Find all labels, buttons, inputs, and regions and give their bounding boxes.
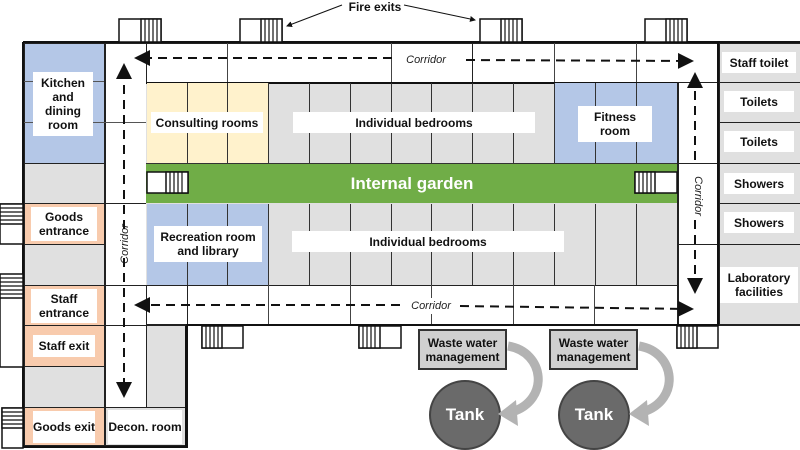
fire-exit-stairs-left-3-icon	[1, 407, 24, 449]
waste-water-box-1: Waste water management	[418, 329, 507, 370]
kitchen-label: Kitchen and dining room	[33, 72, 93, 136]
fire-exit-stairs-bottom-2-icon	[358, 325, 402, 349]
top-corridor-divider	[472, 42, 473, 83]
room-divider	[595, 204, 596, 285]
staff-exit-label: Staff exit	[33, 335, 95, 357]
waste-water-box-2: Waste water management	[549, 329, 638, 370]
fire-exit-stairs-bottom-1-icon	[201, 325, 244, 349]
left-corridor-divider	[104, 325, 187, 326]
fire-exit-stairs-top-3-icon	[479, 18, 523, 43]
fire-exits-pointer-right	[403, 4, 476, 22]
fire-exit-stairs-left-2-icon	[0, 273, 24, 368]
room-divider	[636, 204, 637, 285]
goods-exit-label: Goods exit	[33, 411, 95, 443]
left-corridor-divider	[104, 285, 187, 286]
top-corridor-divider	[636, 42, 637, 83]
bottom-corridor-divider	[594, 285, 595, 326]
fire-exit-stairs-top-2-icon	[239, 18, 283, 43]
building-outline	[22, 41, 800, 448]
garden-stairs-right-icon	[634, 171, 678, 194]
bottom-corridor-divider	[513, 285, 514, 326]
recreation-label: Recreation room and library	[154, 226, 262, 262]
fitness-label: Fitness room	[578, 106, 652, 142]
bottom-corridor-divider	[268, 285, 269, 326]
waste-flow-arrow-2	[637, 341, 674, 417]
toilets-label-2: Toilets	[724, 131, 794, 152]
garden-stairs-left-icon	[146, 171, 189, 194]
tank-2: Tank	[558, 380, 630, 450]
bedrooms-bottom-label: Individual bedrooms	[292, 231, 564, 252]
fire-exit-stairs-bottom-3-icon	[676, 325, 719, 349]
consulting-label: Consulting rooms	[151, 112, 263, 133]
left-corridor-divider	[104, 203, 147, 204]
fire-exit-stairs-left-1-icon	[0, 203, 24, 245]
internal-garden	[146, 163, 678, 204]
room-divider	[268, 204, 269, 285]
right-corridor-divider	[677, 163, 719, 164]
waste-flow-arrow-2-head	[629, 400, 649, 426]
showers-label-2: Showers	[724, 212, 794, 233]
waste-flow-arrow-1-head	[498, 400, 518, 426]
bottom-corridor-label: Corridor	[404, 298, 458, 314]
fire-exits-pointer-left	[286, 4, 343, 28]
grey-room-lower-left	[146, 325, 187, 408]
laboratory-label: Laboratory facilities	[720, 267, 798, 303]
top-corridor-label: Corridor	[398, 52, 454, 68]
fire-exit-stairs-top-4-icon	[644, 18, 688, 43]
bottom-corridor-arrow-right	[459, 300, 694, 317]
room-divider	[554, 83, 555, 163]
tank-1: Tank	[429, 380, 501, 450]
room-divider	[268, 83, 269, 163]
waste-flow-arrow-1	[506, 341, 543, 417]
bedrooms-top-label: Individual bedrooms	[293, 112, 535, 133]
fire-exits-annotation: Fire exits	[348, 0, 402, 14]
left-corridor-divider	[104, 122, 147, 123]
internal-garden-label: Internal garden	[350, 174, 474, 193]
staff-entrance-label: Staff entrance	[31, 289, 97, 323]
showers-label-1: Showers	[724, 173, 794, 194]
top-corridor-divider	[554, 42, 555, 83]
top-corridor-arrow-right	[465, 52, 694, 69]
goods-entrance-label: Goods entrance	[31, 207, 97, 241]
right-corridor-divider	[677, 244, 719, 245]
decon-label: Decon. room	[108, 410, 182, 444]
top-corridor-divider	[391, 42, 392, 83]
staff-toilet-label: Staff toilet	[722, 52, 796, 73]
top-corridor-divider	[227, 42, 228, 83]
toilets-label-1: Toilets	[724, 91, 794, 112]
fire-exit-stairs-top-1-icon	[118, 18, 162, 43]
